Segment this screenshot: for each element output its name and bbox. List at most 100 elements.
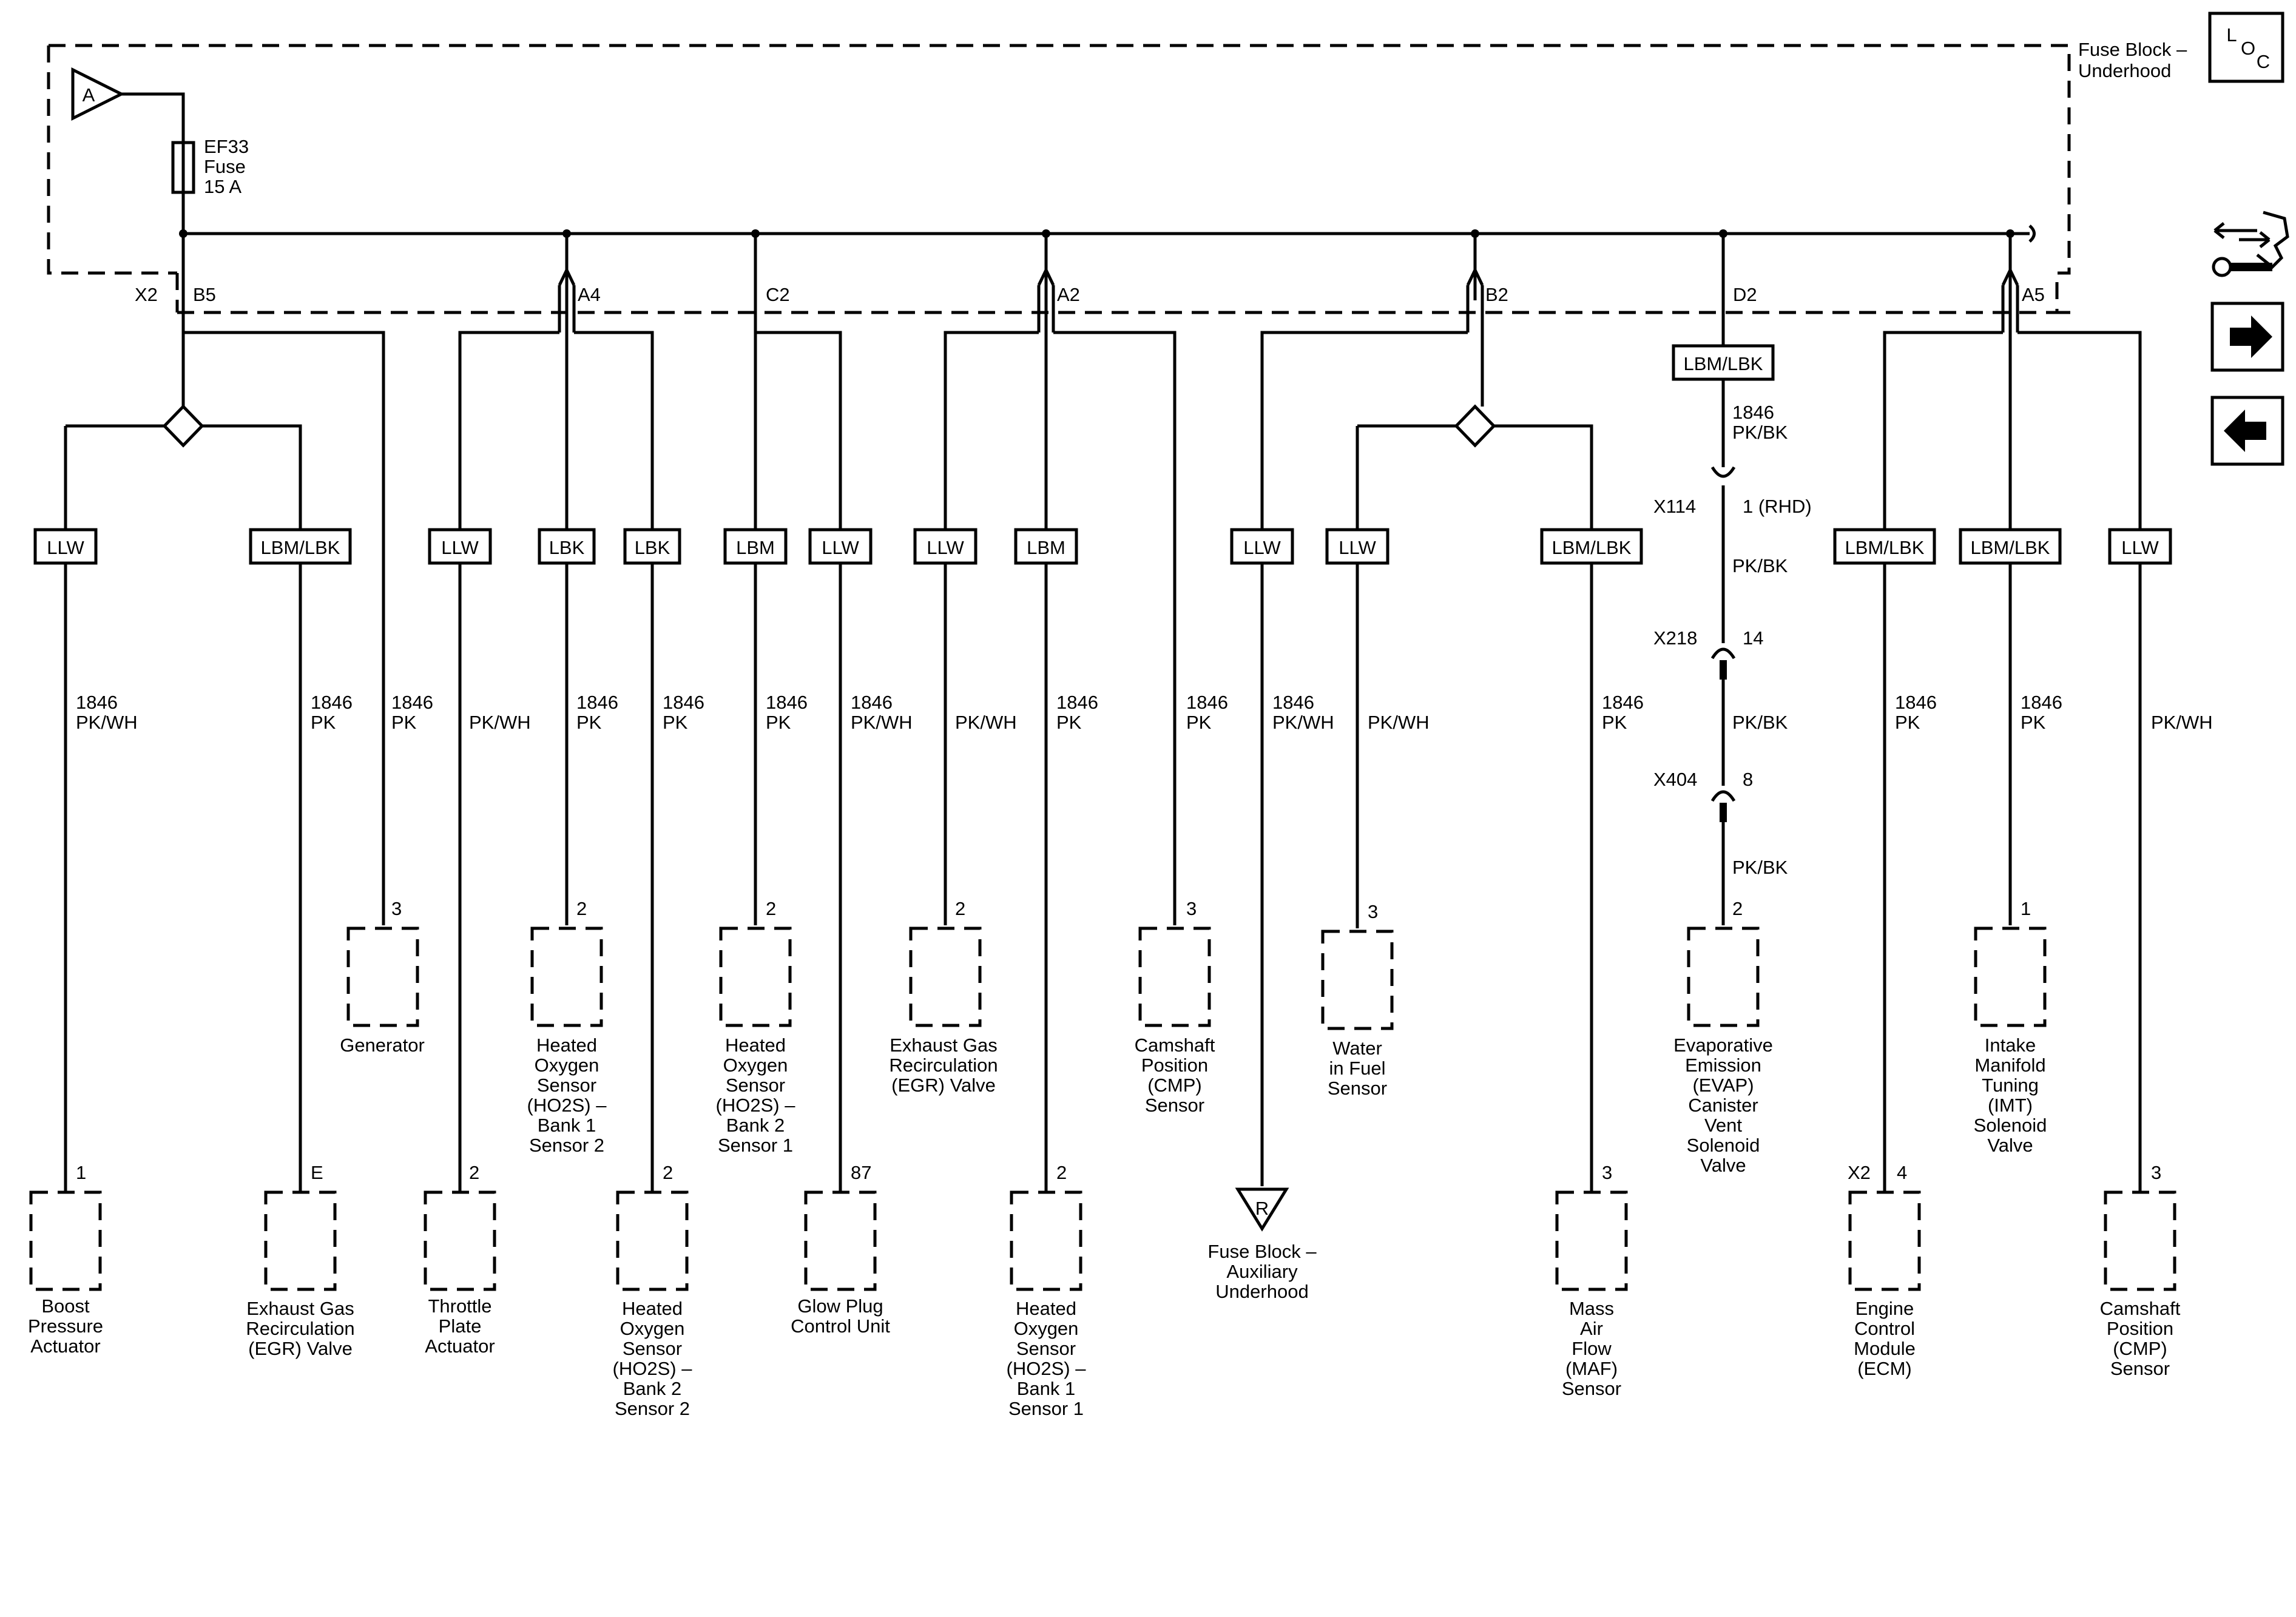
pin-number: 4 [1897, 1162, 1907, 1183]
pin-number: 3 [1368, 901, 1378, 922]
wire-color: PK [1056, 712, 1082, 733]
ho2s-bank2-sensor1: 2 Heated Oxygen Sensor (HO2S) – Bank 2 S… [716, 898, 796, 1156]
pin-c2-label: C2 [766, 284, 790, 305]
wire-tag: LBM/LBK [1959, 528, 2062, 565]
wire-tag: LLW [428, 528, 492, 565]
svg-text:LLW: LLW [47, 537, 84, 558]
wire-tag: LBK [623, 528, 681, 565]
wire-color: PK/WH [1368, 712, 1430, 733]
svg-text:Engine: Engine [1855, 1298, 1914, 1319]
circuit-number: 1846 [1602, 692, 1644, 713]
fuse-word: Fuse [204, 156, 246, 177]
pin-b5-label: B5 [193, 284, 216, 305]
wire-tag: LLW [2108, 528, 2172, 565]
location-icon[interactable]: L O C [2208, 12, 2284, 83]
pin-number: 3 [1186, 898, 1197, 919]
svg-text:LLW: LLW [822, 537, 859, 558]
pin-a4-label: A4 [578, 284, 601, 305]
wire-color: PK [1186, 712, 1212, 733]
svg-text:Heated: Heated [536, 1035, 597, 1056]
circuit-labels: 1846 PK/WH 1846 PK 1846 PK PK/WH 1846 PK… [76, 402, 2213, 733]
svg-text:Sensor 2: Sensor 2 [529, 1135, 604, 1156]
svg-text:(ECM): (ECM) [1857, 1358, 1912, 1379]
wire-color: PK [1895, 712, 1920, 733]
svg-text:LBM: LBM [1027, 537, 1065, 558]
svg-text:Throttle: Throttle [428, 1295, 491, 1317]
source-reference-flag: A [71, 67, 185, 138]
pin-number: 2 [1056, 1162, 1067, 1183]
svg-text:Glow Plug: Glow Plug [797, 1295, 883, 1317]
branch-wires [64, 379, 2142, 1192]
circuit-number: 1846 [1056, 692, 1098, 713]
wire-tag: LLW [913, 528, 977, 565]
wire-tag: LBM [723, 528, 788, 565]
wire-color: PK/WH [76, 712, 138, 733]
pin-b2-label: B2 [1485, 284, 1508, 305]
next-page-button[interactable] [2210, 302, 2284, 372]
svg-text:LBM/LBK: LBM/LBK [1971, 537, 2050, 558]
svg-text:LLW: LLW [927, 537, 964, 558]
wire-color: PK [2021, 712, 2046, 733]
svg-text:Sensor: Sensor [1328, 1078, 1387, 1099]
inline-connector-name: X404 [1653, 769, 1697, 790]
svg-text:Solenoid: Solenoid [1974, 1115, 2047, 1136]
ho2s-bank1-sensor2: 2 Heated Oxygen Sensor (HO2S) – Bank 1 S… [527, 898, 607, 1156]
svg-text:Sensor 1: Sensor 1 [718, 1135, 793, 1156]
svg-text:Evaporative: Evaporative [1673, 1035, 1773, 1056]
wire-tag: LBK [538, 528, 596, 565]
arrow-left-icon [2224, 410, 2266, 452]
svg-text:(CMP): (CMP) [1147, 1075, 1202, 1096]
pin-number: 2 [1732, 898, 1743, 919]
pin-number: 2 [576, 898, 587, 919]
upper-components: 3 Generator 2 Heated Oxygen Sensor (HO2S… [340, 898, 2047, 1176]
ecm: X2 4 Engine Control Module (ECM) [1848, 1162, 1921, 1379]
svg-text:Position: Position [1141, 1055, 1208, 1076]
svg-text:(HO2S) –: (HO2S) – [1007, 1358, 1087, 1379]
wire-tag: LLW [808, 528, 873, 565]
service-tools-icon[interactable] [2212, 211, 2289, 277]
svg-text:Valve: Valve [1987, 1135, 2033, 1156]
svg-text:in Fuel: in Fuel [1329, 1058, 1385, 1079]
svg-text:Auxiliary: Auxiliary [1226, 1261, 1298, 1282]
svg-text:C: C [2257, 51, 2270, 72]
pin-number: R [1255, 1198, 1269, 1219]
wire-color: PK [576, 712, 602, 733]
circuit-number: 1846 [1272, 692, 1314, 713]
lower-components: 1 Boost Pressure Actuator E Exhaust Gas … [28, 1162, 2181, 1419]
connector-name: X2 [1848, 1162, 1871, 1183]
svg-text:Actuator: Actuator [30, 1335, 100, 1357]
svg-text:Solenoid: Solenoid [1687, 1135, 1760, 1156]
wire-tag: LLW [1230, 528, 1294, 565]
inline-connector-pin: 1 (RHD) [1743, 496, 1812, 517]
svg-text:Camshaft: Camshaft [2100, 1298, 2181, 1319]
pin-number: 87 [851, 1162, 871, 1183]
svg-text:LLW: LLW [441, 537, 479, 558]
egr-valve-upper: 2 Exhaust Gas Recirculation (EGR) Valve [889, 898, 998, 1096]
svg-text:(MAF): (MAF) [1565, 1358, 1618, 1379]
pin-number: 2 [469, 1162, 479, 1183]
svg-text:Pressure: Pressure [28, 1315, 103, 1337]
svg-text:Bank 1: Bank 1 [538, 1115, 596, 1136]
svg-text:Sensor 1: Sensor 1 [1008, 1398, 1084, 1419]
svg-text:(CMP): (CMP) [2113, 1338, 2167, 1359]
wire-tags: LLW LBM/LBK LLW LBK LBK LBM LLW LLW LBM … [33, 344, 2172, 565]
svg-text:Heated: Heated [1016, 1298, 1076, 1319]
svg-text:Fuse Block –: Fuse Block – [1207, 1241, 1317, 1262]
imt-solenoid-valve: 1 Intake Manifold Tuning (IMT) Solenoid … [1974, 898, 2047, 1156]
arrow-right-icon [2230, 316, 2272, 358]
wire-color: PK/WH [469, 712, 531, 733]
svg-text:Heated: Heated [622, 1298, 683, 1319]
circuit-number: 1846 [1732, 402, 1774, 423]
pin-number: 3 [2151, 1162, 2161, 1183]
svg-text:Flow: Flow [1572, 1338, 1612, 1359]
svg-text:Sensor: Sensor [537, 1075, 596, 1096]
svg-text:LBK: LBK [549, 537, 585, 558]
prev-page-button[interactable] [2210, 396, 2284, 466]
circuit-number: 1846 [576, 692, 618, 713]
svg-text:Actuator: Actuator [425, 1335, 495, 1357]
svg-text:Emission: Emission [1685, 1055, 1761, 1076]
trunk-wiring [64, 234, 2142, 925]
pin-d2-label: D2 [1733, 284, 1757, 305]
pin-number: 3 [1602, 1162, 1612, 1183]
svg-text:Water: Water [1332, 1038, 1382, 1059]
